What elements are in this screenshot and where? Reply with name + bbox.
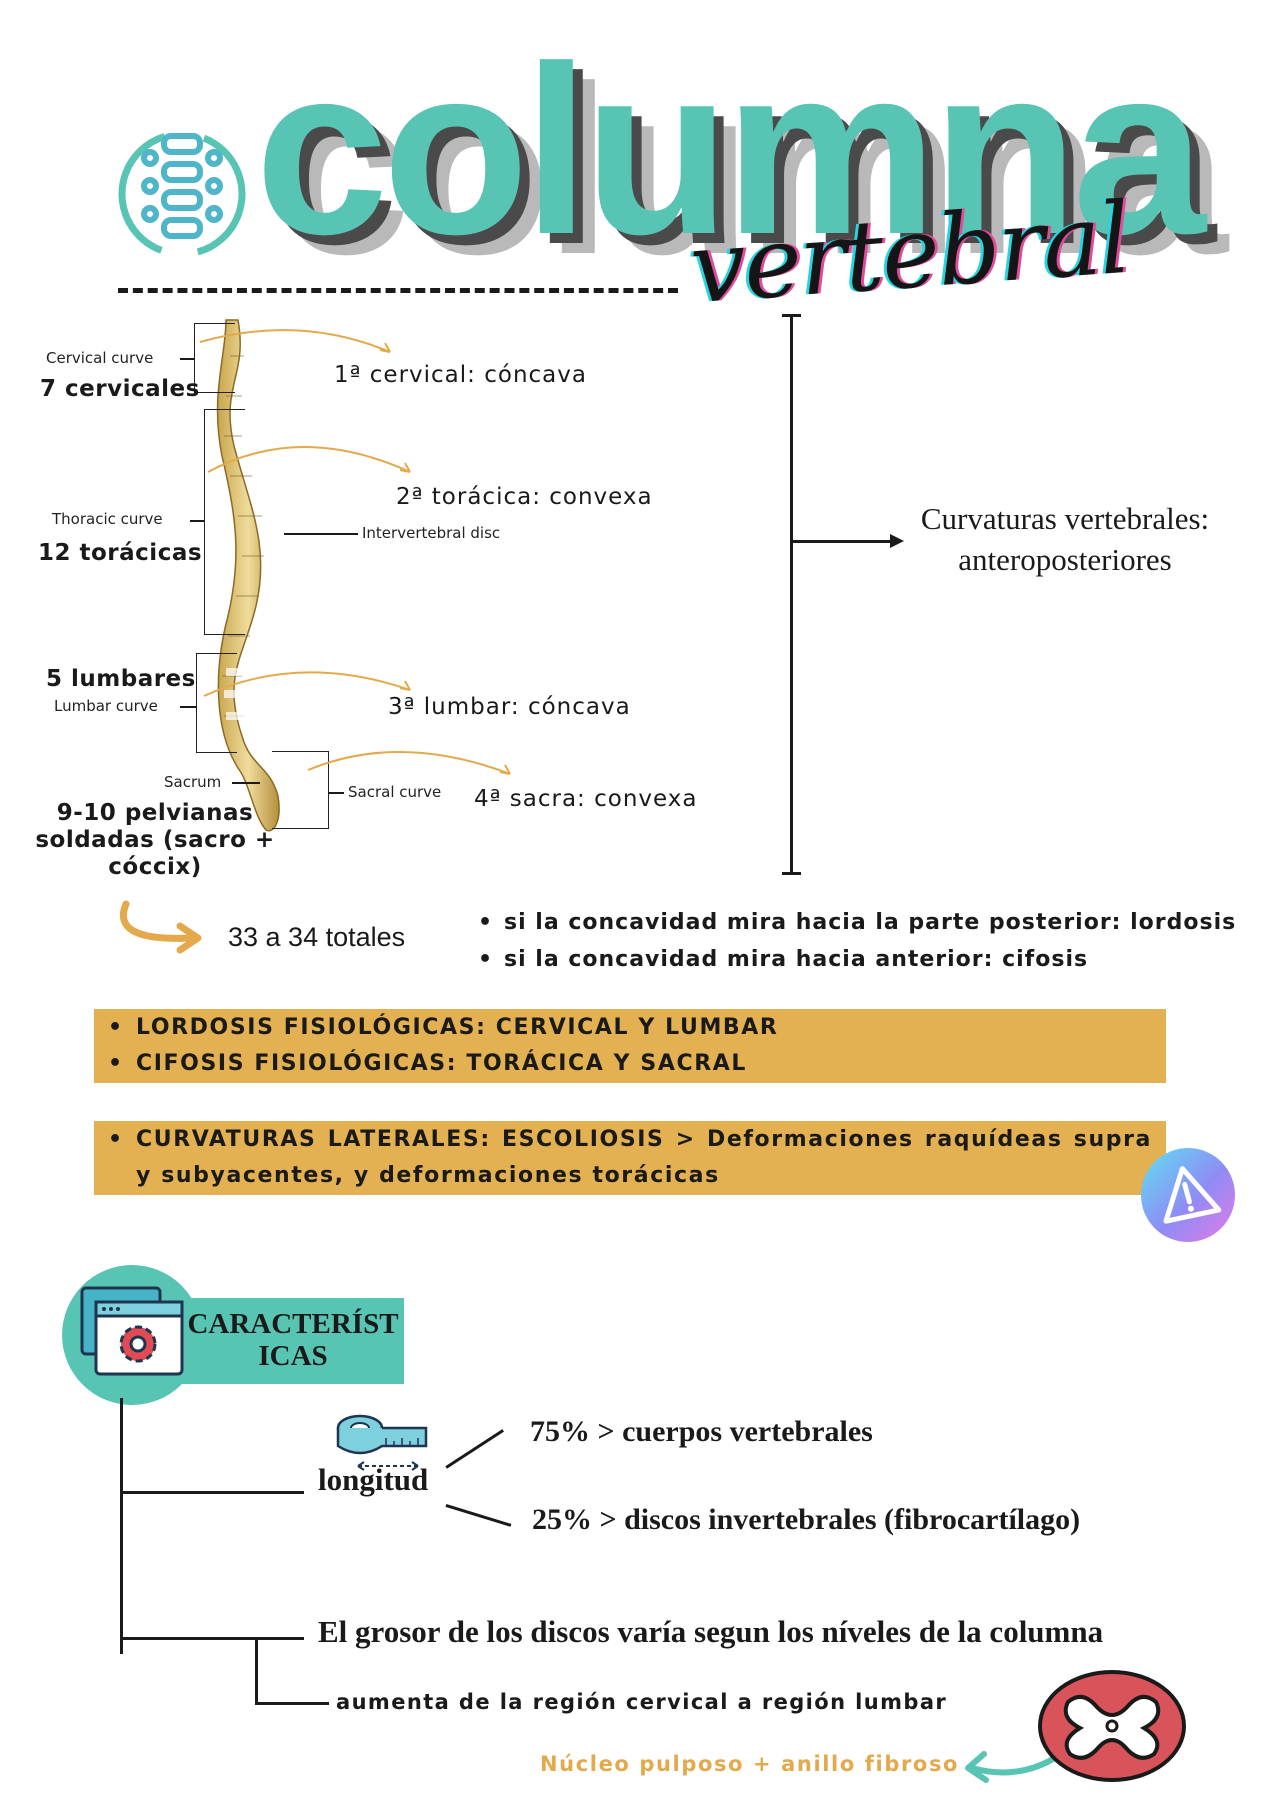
connector-line xyxy=(790,316,793,874)
connector-arrow xyxy=(793,540,893,543)
tree-branch xyxy=(255,1702,329,1705)
leader-line xyxy=(232,782,260,784)
spinal-cord-section-icon xyxy=(1032,1666,1192,1790)
curve-2-text: 2ª torácica: convexa xyxy=(396,484,653,510)
concavity-list: si la concavidad mira hacia la parte pos… xyxy=(478,904,1236,978)
sacral-bracket xyxy=(272,751,329,829)
list-item: si la concavidad mira hacia la parte pos… xyxy=(478,904,1236,941)
branch-line xyxy=(445,1429,504,1469)
leader-line xyxy=(284,533,358,535)
sacrum-label: Sacrum xyxy=(164,773,222,791)
intervertebral-disc-label: Intervertebral disc xyxy=(362,524,501,542)
leader-line xyxy=(190,520,204,522)
lumbar-curve-label: Lumbar curve xyxy=(54,697,158,715)
tree-trunk xyxy=(120,1398,123,1654)
cervical-count: 7 cervicales xyxy=(40,376,200,402)
physiological-curves-band: LORDOSIS FISIOLÓGICAS: CERVICAL Y LUMBAR… xyxy=(94,1009,1166,1083)
nucleo-text: Núcleo pulposo + anillo fibroso xyxy=(540,1752,960,1776)
tree-branch xyxy=(120,1637,304,1640)
cervical-bracket xyxy=(194,323,235,393)
page-subtitle: vertebral xyxy=(686,181,1133,327)
sacral-curve-label: Sacral curve xyxy=(348,783,442,801)
longitud-label: longitud xyxy=(318,1462,429,1497)
section-header-bar xyxy=(182,1298,404,1384)
section-heading: CARACTERÍST ICAS xyxy=(187,1308,399,1372)
settings-window-icon xyxy=(78,1284,188,1384)
page-title: columna xyxy=(255,16,1206,284)
arrow-head xyxy=(890,534,904,548)
leader-line xyxy=(180,706,196,708)
curvatures-heading: Curvaturas vertebrales: anteroposteriore… xyxy=(920,501,1210,577)
list-item: si la concavidad mira hacia anterior: ci… xyxy=(478,941,1236,978)
grosor-text: El grosor de los discos varía segun los … xyxy=(318,1614,1104,1649)
leader-line xyxy=(328,792,344,794)
curved-arrow-icon xyxy=(112,898,212,962)
leader-line xyxy=(180,358,194,360)
cervical-curve-label: Cervical curve xyxy=(46,349,154,367)
aumenta-text: aumenta de la región cervical a región l… xyxy=(336,1690,948,1714)
thoracic-count: 12 torácicas xyxy=(38,540,203,566)
warning-icon xyxy=(1141,1148,1235,1242)
curve-1-text: 1ª cervical: cóncava xyxy=(334,362,587,388)
title-divider xyxy=(118,288,678,293)
spine-logo-icon xyxy=(112,124,252,268)
curve-3-text: 3ª lumbar: cóncava xyxy=(388,694,631,720)
curve-arrows xyxy=(190,322,530,806)
lumbar-bracket xyxy=(196,653,237,753)
connector-cap xyxy=(782,872,801,875)
measuring-tape-icon xyxy=(334,1408,430,1476)
branch-1-text: 75% > cuerpos vertebrales xyxy=(530,1415,873,1448)
branch-line xyxy=(445,1504,512,1527)
connector-cap xyxy=(782,314,801,317)
tree-sub-trunk xyxy=(255,1637,258,1705)
curve-4-text: 4ª sacra: convexa xyxy=(474,786,698,812)
lumbar-count: 5 lumbares xyxy=(46,666,196,692)
spine-illustration xyxy=(200,316,320,840)
tree-branch xyxy=(120,1491,304,1494)
thoracic-curve-label: Thoracic curve xyxy=(52,510,163,528)
pelvic-count: 9-10 pelvianas soldadas (sacro + cóccix) xyxy=(35,800,275,880)
thoracic-bracket xyxy=(204,409,245,635)
list-item: LORDOSIS FISIOLÓGICAS: CERVICAL Y LUMBAR xyxy=(94,1010,1166,1046)
lateral-curves-band: CURVATURAS LATERALES: ESCOLIOSIS > Defor… xyxy=(94,1121,1166,1195)
list-item: CIFOSIS FISIOLÓGICAS: TORÁCICA Y SACRAL xyxy=(94,1046,1166,1082)
totals-text: 33 a 34 totales xyxy=(228,922,406,952)
list-item: CURVATURAS LATERALES: ESCOLIOSIS > Defor… xyxy=(94,1122,1166,1194)
branch-2-text: 25% > discos invertebrales (fibrocartíla… xyxy=(532,1503,1081,1536)
